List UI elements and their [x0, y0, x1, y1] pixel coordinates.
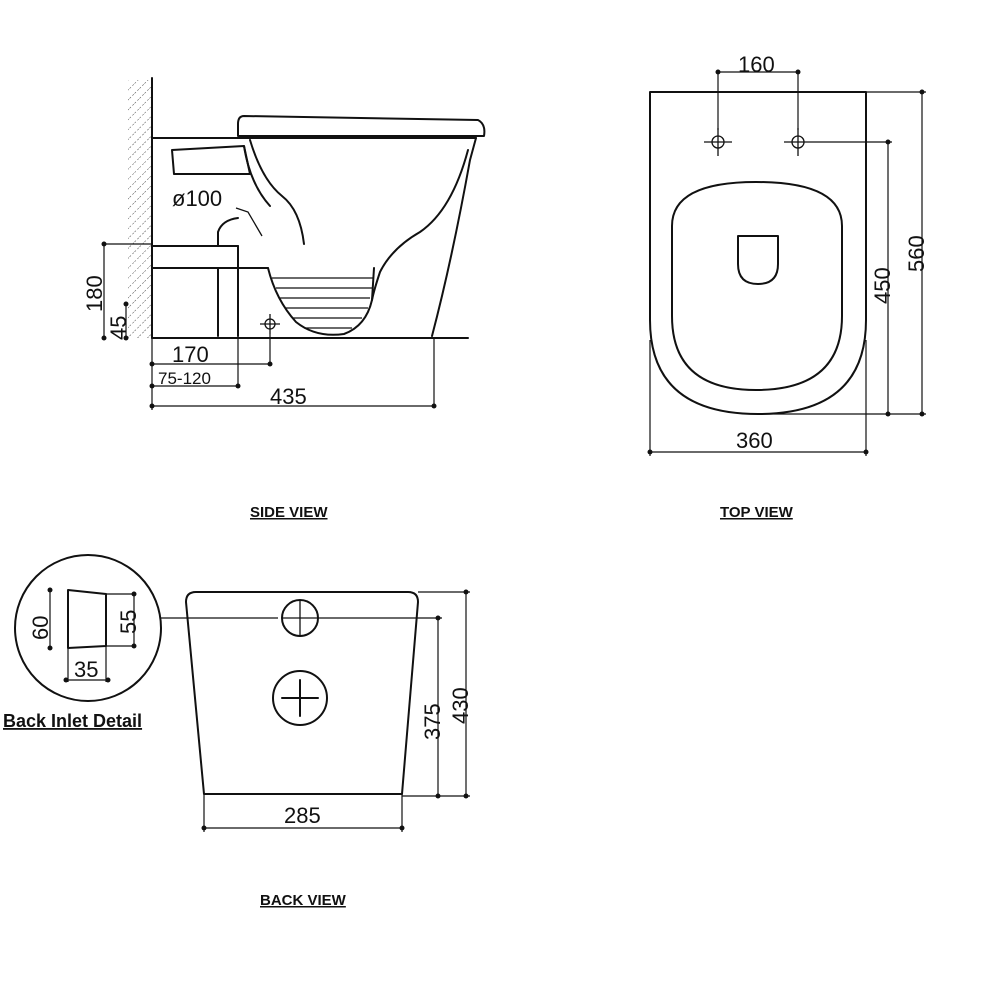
dim-wall-range: 75-120: [149, 336, 241, 389]
dim-inlet-width: 35: [63, 646, 111, 683]
outlet-hole-icon: [272, 670, 328, 726]
fixing-hole-left-icon: [704, 128, 732, 156]
svg-text:45: 45: [106, 316, 131, 340]
back-inlet-detail: 60 55 35 Back Inlet Detail: [3, 554, 162, 731]
dim-total-length: 560: [866, 89, 929, 417]
pipe-diameter-label: ø100: [172, 186, 222, 211]
dim-base-width: 285: [201, 794, 405, 832]
svg-text:35: 35: [74, 657, 98, 682]
svg-text:160: 160: [738, 52, 775, 77]
back-outline: [185, 591, 419, 795]
svg-text:360: 360: [736, 428, 773, 453]
seat-lid: [237, 115, 486, 137]
back-view-caption: BACK VIEW: [260, 892, 347, 909]
dim-width: 360: [647, 340, 869, 456]
flush-inlet: [171, 145, 251, 175]
svg-text:560: 560: [904, 235, 929, 272]
svg-text:375: 375: [420, 703, 445, 740]
outlet-bend: [217, 217, 239, 247]
flush-hole: [737, 235, 779, 285]
bowl-outer: [431, 137, 477, 337]
back-view: 375 430 285 BACK VIEW: [160, 589, 473, 909]
dim-base-height: 45: [106, 301, 131, 341]
trapway: [249, 139, 305, 245]
top-view: 160 450 560 360 TOP VI: [647, 52, 929, 521]
bowl-inner: [371, 149, 469, 301]
detail-circle: [14, 554, 162, 702]
inlet-profile: [67, 589, 107, 649]
svg-text:285: 285: [284, 803, 321, 828]
dim-outlet-distance: 170: [149, 334, 273, 410]
side-view-caption: SIDE VIEW: [250, 504, 328, 521]
svg-text:55: 55: [116, 610, 141, 634]
side-view: ø100 180: [82, 77, 486, 521]
wall-hatch: [128, 80, 152, 338]
top-view-caption: TOP VIEW: [720, 504, 794, 521]
dim-inlet-right-height: 55: [106, 591, 141, 649]
top-outline: [649, 91, 867, 415]
seat-inner: [671, 181, 843, 391]
svg-text:60: 60: [28, 616, 53, 640]
svg-text:450: 450: [870, 267, 895, 304]
dim-total-depth: 435: [149, 338, 437, 409]
pipe-leader: [235, 207, 263, 237]
dim-fixing-spacing: 160: [715, 52, 801, 130]
dim-inlet-left-height: 60: [28, 587, 53, 651]
trapway-inner: [243, 145, 271, 207]
dim-total-height: 430: [402, 589, 473, 799]
svg-text:180: 180: [82, 275, 107, 312]
bowl-ribs: [272, 277, 374, 329]
svg-text:435: 435: [270, 384, 307, 409]
dim-bowl-length: 450: [758, 139, 895, 417]
svg-text:75-120: 75-120: [158, 369, 211, 388]
bowl-bottom: [267, 267, 375, 336]
dim-outlet-height: 180: [82, 241, 152, 341]
dim-inlet-height: 375: [318, 615, 445, 799]
inlet-detail-caption: Back Inlet Detail: [3, 711, 142, 731]
fixing-hole-right-icon: [784, 128, 812, 156]
fixing-bolt-icon: [260, 314, 280, 334]
svg-text:170: 170: [172, 342, 209, 367]
inlet-hole-icon: [281, 599, 319, 637]
svg-text:430: 430: [448, 687, 473, 724]
